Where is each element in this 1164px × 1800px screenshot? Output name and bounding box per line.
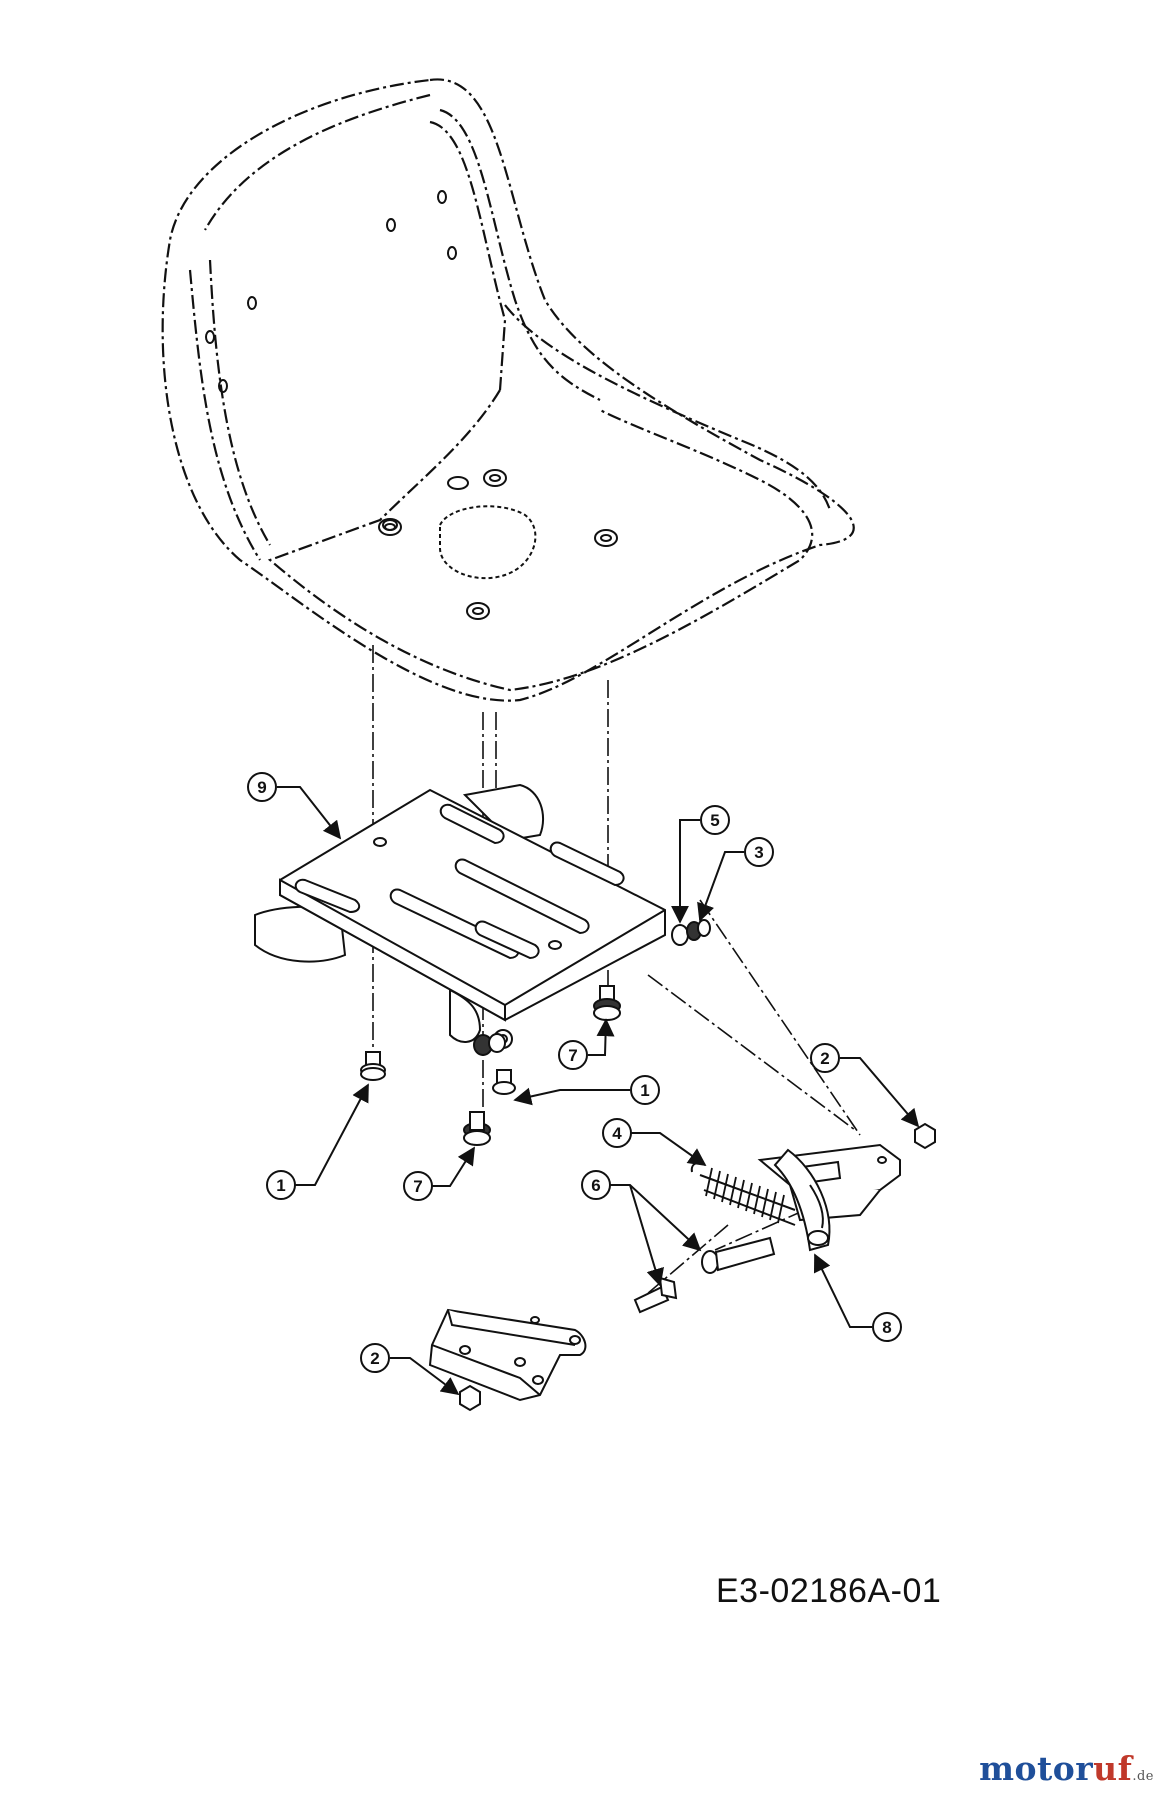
watermark-tld: .de — [1132, 1769, 1154, 1784]
callout-1-right: 1 — [630, 1075, 660, 1105]
callout-2-lower: 2 — [360, 1343, 390, 1373]
fastener-bolts — [360, 919, 936, 1412]
svg-text:1: 1 — [276, 1176, 285, 1195]
callout-7-right: 7 — [558, 1040, 588, 1070]
svg-text:1: 1 — [640, 1081, 649, 1100]
callout-2-upper: 2 — [810, 1043, 840, 1073]
callout-5: 5 — [700, 805, 730, 835]
watermark-part1: motor — [979, 1749, 1094, 1788]
svg-text:8: 8 — [882, 1318, 891, 1337]
svg-text:2: 2 — [370, 1349, 379, 1368]
svg-text:7: 7 — [568, 1046, 577, 1065]
svg-text:5: 5 — [710, 811, 719, 830]
watermark-part2: uf — [1093, 1749, 1133, 1788]
callout-bubbles: 9 5 3 7 1 2 4 6 7 1 8 2 — [247, 772, 902, 1373]
spring-bracket — [757, 1143, 901, 1252]
callout-7-left: 7 — [403, 1171, 433, 1201]
callout-9: 9 — [247, 772, 277, 802]
callout-3: 3 — [744, 837, 774, 867]
seat-mounting-holes — [205, 190, 618, 620]
seat-mounting-plate — [254, 783, 666, 1049]
lower-seat-bracket — [428, 1308, 587, 1402]
svg-text:6: 6 — [591, 1176, 600, 1195]
callout-leaders — [277, 786, 920, 1396]
svg-text:4: 4 — [612, 1124, 622, 1143]
callout-8: 8 — [872, 1312, 902, 1342]
svg-text:3: 3 — [754, 843, 763, 862]
seat-shell — [161, 78, 855, 702]
svg-text:2: 2 — [820, 1049, 829, 1068]
svg-text:9: 9 — [257, 778, 266, 797]
callout-1-left: 1 — [266, 1170, 296, 1200]
drawing-number: E3-02186A-01 — [716, 1572, 942, 1610]
motoruf-watermark-logo: motoruf.de — [979, 1749, 1154, 1788]
callout-4: 4 — [602, 1118, 632, 1148]
callout-6: 6 — [581, 1170, 611, 1200]
svg-text:7: 7 — [413, 1177, 422, 1196]
